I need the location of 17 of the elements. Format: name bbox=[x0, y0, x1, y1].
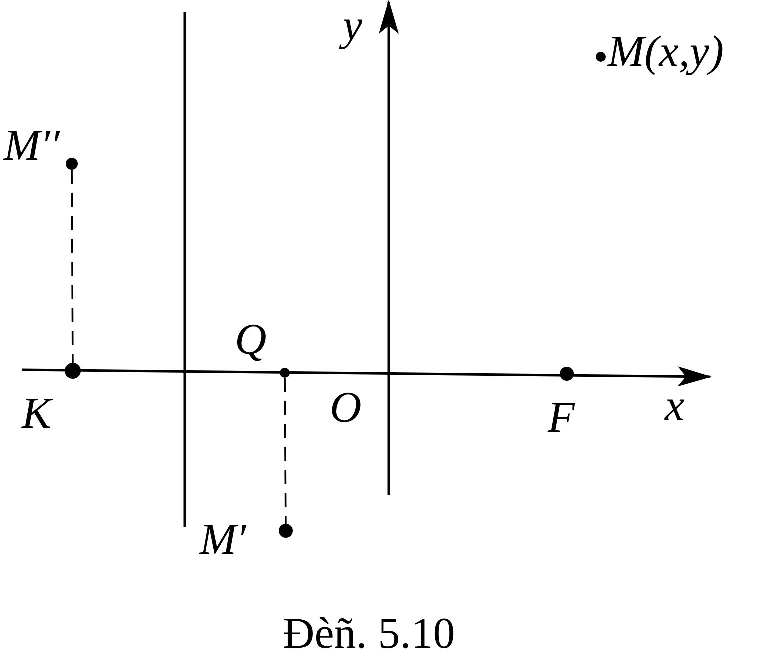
point-dot bbox=[65, 363, 81, 379]
point-label: M′′ bbox=[4, 124, 60, 168]
point-dot bbox=[560, 367, 574, 381]
point-label: M(x,y) bbox=[608, 30, 724, 74]
point-label: K bbox=[22, 392, 52, 436]
figure-caption: Đèñ. 5.10 bbox=[283, 612, 456, 656]
point-label: M′ bbox=[200, 518, 246, 562]
point-dot bbox=[280, 368, 290, 378]
point-dot bbox=[596, 52, 606, 62]
dashed-line bbox=[284, 378, 287, 524]
point-dot bbox=[66, 158, 78, 170]
point-label: Q bbox=[235, 318, 267, 362]
dashed-line bbox=[71, 170, 74, 363]
point-dot bbox=[279, 524, 293, 538]
axis-label: x bbox=[665, 384, 685, 428]
axis-label: O bbox=[330, 386, 362, 430]
point-label: F bbox=[548, 396, 575, 440]
